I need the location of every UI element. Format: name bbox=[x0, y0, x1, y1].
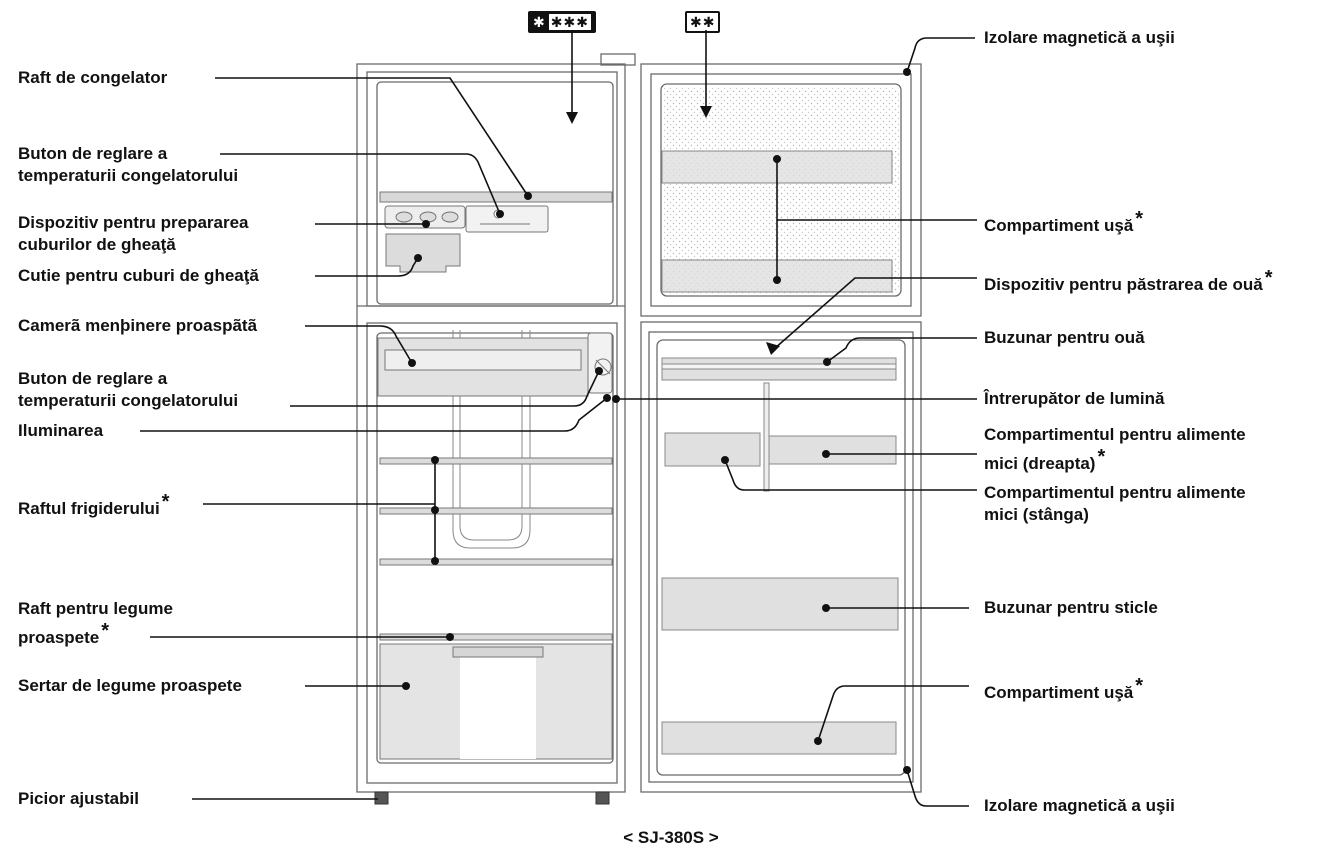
model-caption: < SJ-380S > bbox=[623, 828, 719, 847]
adjustable-legs bbox=[374, 791, 610, 805]
label-light-switch: Întrerupător de lumină bbox=[984, 389, 1165, 408]
label-door-pocket-bottom: Compartiment uşă* bbox=[984, 675, 1143, 704]
label-fridge-shelf: Raftul frigiderului* bbox=[18, 491, 169, 520]
star-mark: * bbox=[1135, 675, 1144, 697]
fresh-rating-badge: ✱✱ bbox=[685, 11, 721, 33]
label-gasket-bottom: Izolare magnetică a uşii bbox=[984, 796, 1175, 815]
fridge-cabinet bbox=[356, 53, 636, 793]
fridge-door-pockets bbox=[661, 357, 899, 755]
label-egg-keeper-text: Dispozitiv pentru păstrarea de ouă bbox=[984, 275, 1263, 294]
vegetable-drawer-part bbox=[379, 643, 613, 760]
label-veg-drawer: Sertar de legume proaspete bbox=[18, 676, 242, 695]
label-freezer-shelf: Raft de congelator bbox=[18, 68, 168, 87]
freezer-symbol-icon: ✱ bbox=[533, 14, 546, 30]
label-egg-keeper: Dispozitiv pentru păstrarea de ouă* bbox=[984, 267, 1272, 296]
label-door-pocket-top-text: Compartiment uşă bbox=[984, 216, 1134, 235]
fridge-liner bbox=[452, 330, 531, 549]
label-ice-maker-1: Dispozitiv pentru prepararea bbox=[18, 213, 249, 232]
leader-lines bbox=[140, 30, 977, 807]
fridge-doors bbox=[640, 63, 922, 793]
label-small-right-1: Compartimentul pentru alimente bbox=[984, 425, 1246, 444]
freezer-shelf-part bbox=[379, 191, 613, 203]
leader-dots bbox=[402, 68, 911, 774]
fresh-case-part bbox=[377, 337, 589, 397]
leader-fresh-case bbox=[305, 325, 413, 364]
label-door-pocket-top: Compartiment uşă* bbox=[984, 208, 1143, 237]
star-mark: * bbox=[1097, 446, 1106, 468]
label-small-right-2: mici (dreapta)* bbox=[984, 446, 1105, 475]
leader-ice-box bbox=[315, 257, 419, 277]
label-leg: Picior ajustabil bbox=[18, 789, 139, 808]
label-ice-box: Cutie pentru cuburi de gheaţă bbox=[18, 266, 259, 285]
label-veg-shelf-1: Raft pentru legume bbox=[18, 599, 173, 618]
freezer-stars: ✱✱✱ bbox=[548, 14, 591, 30]
label-small-left-2: mici (stânga) bbox=[984, 505, 1089, 524]
fridge-knob-part bbox=[587, 332, 613, 394]
freezer-door-panel bbox=[663, 86, 899, 294]
star-mark: * bbox=[1135, 208, 1144, 230]
freezer-rating-badge: ✱✱✱✱ bbox=[528, 11, 596, 33]
fresh-stars: ✱✱ bbox=[690, 14, 716, 30]
leader-egg-keeper bbox=[773, 277, 977, 350]
label-veg-shelf-2-text: proaspete bbox=[18, 628, 100, 647]
leader-fridge-knob bbox=[290, 370, 600, 407]
leader-freezer-knob bbox=[220, 153, 501, 215]
ice-box-part bbox=[385, 233, 461, 273]
label-ice-maker-2: cuburilor de gheaţă bbox=[18, 235, 176, 254]
label-fridge-knob-2: temperaturii congelatorului bbox=[18, 391, 239, 410]
fridge-shelves-part bbox=[379, 457, 613, 641]
label-door-pocket-bottom-text: Compartiment uşă bbox=[984, 683, 1134, 702]
label-gasket-top: Izolare magnetică a uşii bbox=[984, 28, 1175, 47]
star-mark: * bbox=[101, 620, 110, 642]
ice-maker-part bbox=[384, 205, 466, 229]
label-freezer-knob-2: temperaturii congelatorului bbox=[18, 166, 239, 185]
leader-freezer-shelf bbox=[215, 77, 529, 197]
label-small-right-2-text: mici (dreapta) bbox=[984, 454, 1096, 473]
label-light: Iluminarea bbox=[18, 421, 104, 440]
star-mark: * bbox=[161, 491, 170, 513]
leader-gasket-bottom bbox=[906, 769, 969, 807]
leader-light bbox=[140, 397, 608, 432]
label-small-left-1: Compartimentul pentru alimente bbox=[984, 483, 1246, 502]
leader-door-pocket-bottom bbox=[817, 685, 969, 742]
label-veg-shelf-2: proaspete* bbox=[18, 620, 109, 649]
leader-egg-pocket bbox=[826, 337, 977, 363]
label-bottle-pocket: Buzunar pentru sticle bbox=[984, 598, 1158, 617]
label-fridge-knob-1: Buton de reglare a bbox=[18, 369, 168, 388]
label-freezer-knob-1: Buton de reglare a bbox=[18, 144, 168, 163]
label-fridge-shelf-text: Raftul frigiderului bbox=[18, 499, 160, 518]
label-egg-pocket: Buzunar pentru ouă bbox=[984, 328, 1145, 347]
label-fresh-case: Camerã menþinere proaspãtã bbox=[18, 316, 258, 335]
arrowheads bbox=[566, 106, 780, 355]
freezer-knob-part bbox=[465, 205, 549, 233]
leader-door-pocket-top bbox=[776, 159, 977, 280]
leader-small-left bbox=[724, 459, 977, 491]
star-mark: * bbox=[1264, 267, 1273, 289]
leader-gasket-top bbox=[906, 37, 975, 73]
